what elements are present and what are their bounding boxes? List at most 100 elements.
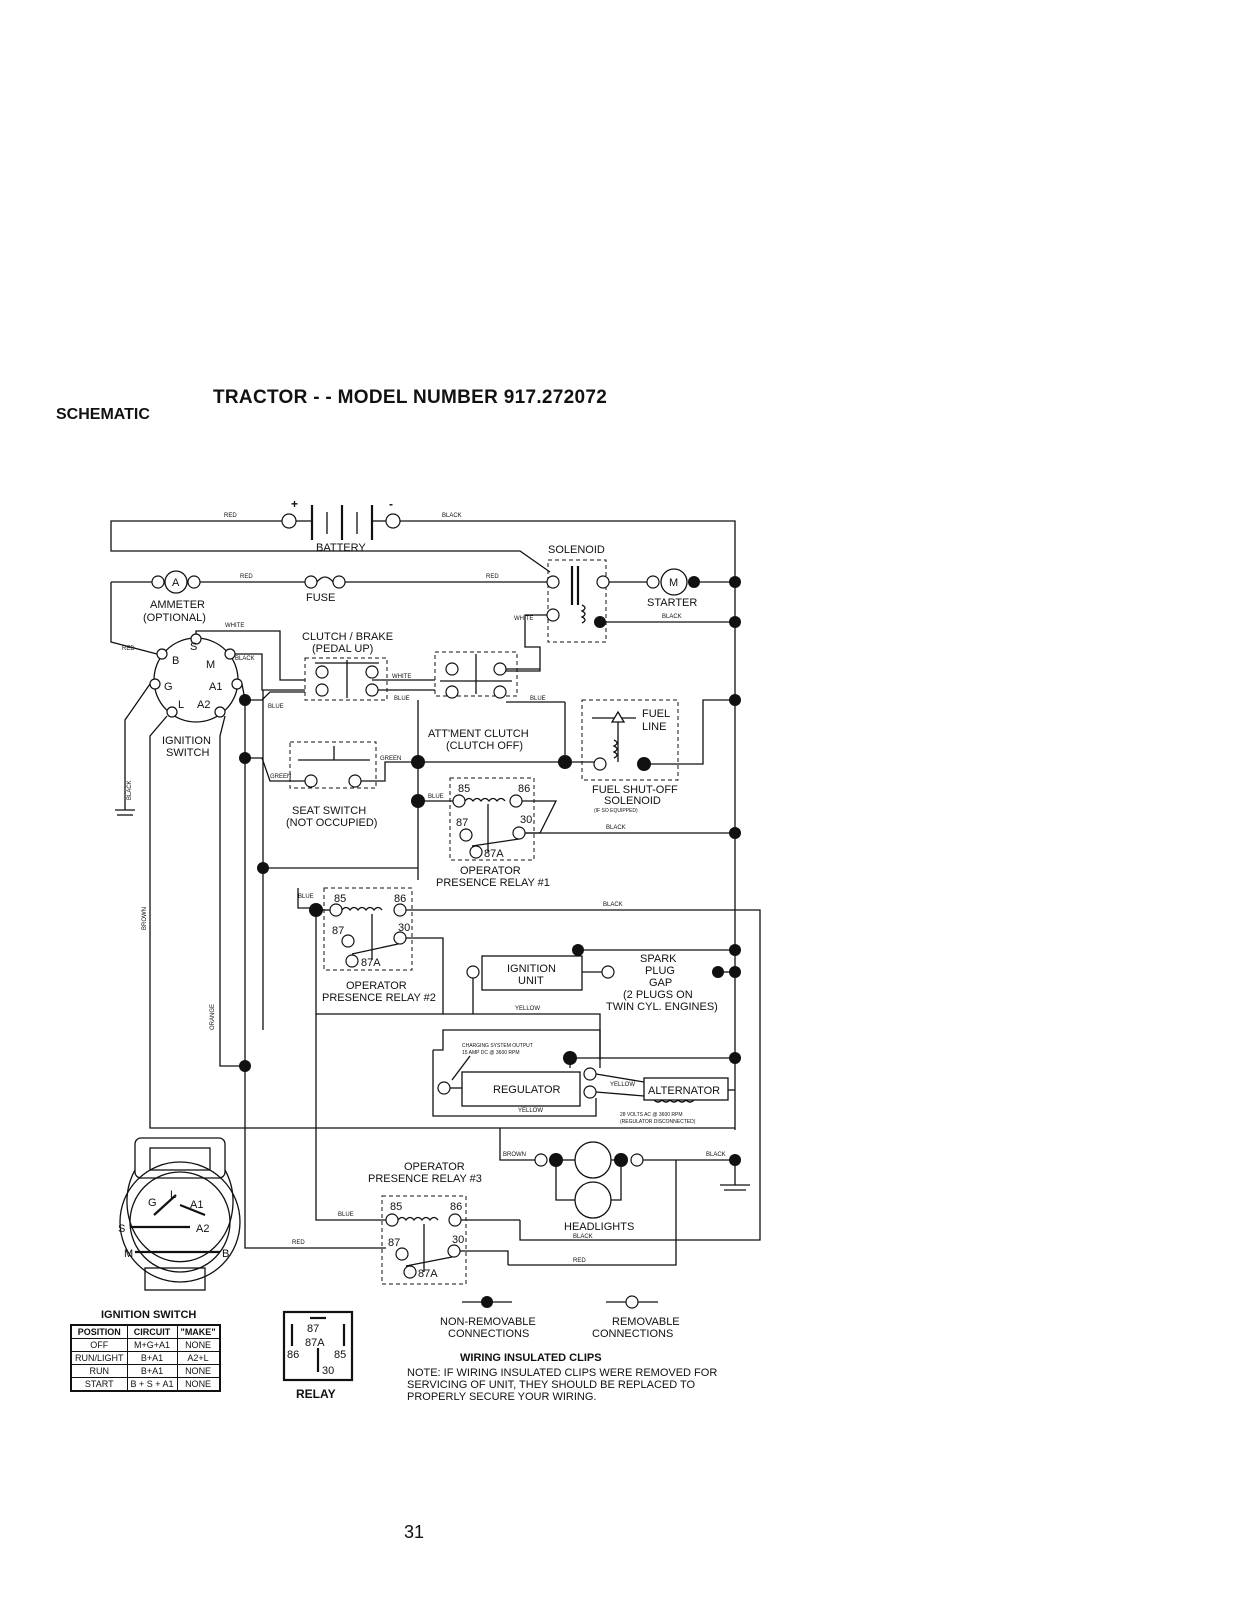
ignition-table-caption: IGNITION SWITCH (101, 1309, 197, 1321)
relay-87a-label: 87A (305, 1337, 325, 1349)
starter-m-label: M (669, 577, 678, 589)
operator-presence-relay-1: 85 86 87 30 87A BLUE BLACK OPERATOR PRES… (257, 690, 741, 1030)
non-removable-connection-icon (481, 1296, 493, 1308)
face-b-label: B (222, 1248, 229, 1260)
battery-label: BATTERY (316, 542, 366, 554)
ign-b-label: B (172, 655, 179, 667)
table-cell: M+G+A1 (126, 1338, 178, 1352)
clutch-switches: CLUTCH / BRAKE (PEDAL UP) WHITE BLUE BLU… (245, 631, 566, 762)
seat-switch: GREEN GREEN SEAT SWITCH (NOT OCCUPIED) (245, 700, 572, 880)
wire-label-green-2: GREEN (380, 756, 401, 762)
relay3-30-label: 30 (452, 1234, 464, 1246)
relay1-30-label: 30 (520, 814, 532, 826)
table-row: RUN B+A1 NONE (70, 1364, 221, 1378)
relay2-86-label: 86 (394, 893, 406, 905)
ignition-switch-face: G L A1 S A2 M B (118, 1137, 241, 1291)
removable-connection-icon (625, 1295, 639, 1309)
starter-circuit: A RED RED AMMETER (OPTIONAL) FUSE SOLENO… (111, 544, 741, 672)
fuel-line-label: FUEL (642, 708, 670, 720)
wire-label-red-5: RED (573, 1258, 586, 1264)
wire-label-black-5: BLACK (606, 825, 626, 831)
wire-label-blue-5: BLUE (298, 894, 314, 900)
ignition-switch-table: POSITION CIRCUIT "MAKE" OFF M+G+A1 NONE … (70, 1324, 221, 1392)
face-l-label: L (170, 1189, 176, 1201)
page-title: TRACTOR - - MODEL NUMBER 917.272072 (213, 387, 608, 408)
regulator-label: REGULATOR (493, 1084, 560, 1096)
wire-label-red-2: RED (240, 574, 253, 580)
table-header: CIRCUIT (126, 1324, 178, 1339)
ammeter-icon (164, 570, 188, 594)
charging-label-2: 15 AMP DC @ 3600 RPM (462, 1050, 520, 1056)
battery-plus-label: + (291, 497, 298, 511)
alternator-label: ALTERNATOR (648, 1085, 720, 1097)
relay3-86-label: 86 (450, 1201, 462, 1213)
relay-diagram: 87 87A 86 85 30 RELAY (282, 1310, 354, 1401)
headlight-upper-icon (574, 1141, 612, 1179)
wire-label-black-7: BLACK (706, 1152, 726, 1158)
ignition-unit-label: IGNITION (507, 963, 556, 975)
fuel-shutoff-label: FUEL SHUT-OFF (592, 784, 678, 796)
table-cell: B + S + A1 (126, 1377, 178, 1392)
face-m-label: M (124, 1248, 133, 1260)
table-row: RUN/LIGHT B+A1 A2+L (70, 1351, 221, 1365)
attment-clutch-label: ATT'MENT CLUTCH (428, 728, 529, 740)
starter-label: STARTER (647, 597, 697, 609)
face-a1-label: A1 (190, 1199, 203, 1211)
wire-label-white: WHITE (514, 616, 533, 622)
ign-s-label: S (190, 641, 197, 653)
wire-label-blue-6: BLUE (338, 1212, 354, 1218)
alternator-spec: 28 VOLTS AC @ 3600 RPM (620, 1112, 683, 1118)
relay3-87-label: 87 (388, 1237, 400, 1249)
connection-legend: NON-REMOVABLE CONNECTIONS REMOVABLE CONN… (440, 1295, 680, 1340)
charging-label: CHARGING SYSTEM OUTPUT (462, 1043, 533, 1049)
table-cell: START (70, 1377, 128, 1392)
operator-presence-relay-3: OPERATOR PRESENCE RELAY #3 85 86 BLUE 87… (292, 1161, 520, 1285)
ignition-unit-label-2: UNIT (518, 975, 544, 987)
headlights-label: HEADLIGHTS (564, 1221, 634, 1233)
ammeter-label: AMMETER (150, 599, 205, 611)
opr3-label: OPERATOR (404, 1161, 465, 1173)
relay2-85-label: 85 (334, 893, 346, 905)
table-cell: RUN (70, 1364, 128, 1378)
face-a2-label: A2 (196, 1223, 209, 1235)
ignition-switch-label: IGNITION (162, 735, 211, 747)
wire-label-blue-3: BLUE (530, 696, 546, 702)
wire-label-black-2: BLACK (662, 614, 682, 620)
wire-label-yellow: YELLOW (515, 1006, 540, 1012)
spark-label: SPARK (640, 953, 677, 965)
note-line-2: SERVICING OF UNIT, THEY SHOULD BE REPLAC… (407, 1379, 696, 1391)
ign-m-label: M (206, 659, 215, 671)
battery-circuit: + - BATTERY RED BLACK (110, 497, 736, 1130)
wire-label-blue-2: BLUE (268, 704, 284, 710)
spark-label-3: GAP (649, 977, 672, 989)
relay1-85-label: 85 (458, 783, 470, 795)
fuse-icon (316, 576, 334, 583)
wire-label-red-3: RED (486, 574, 499, 580)
ignition-switch-label-2: SWITCH (166, 747, 209, 759)
relay2-30-label: 30 (398, 922, 410, 934)
wire-label-brown: BROWN (142, 907, 148, 930)
fuel-line-label-2: LINE (642, 721, 666, 733)
opr3-label-2: PRESENCE RELAY #3 (368, 1173, 482, 1185)
fuel-shutoff-label-3: (IF SO EQUIPPED) (594, 808, 638, 814)
table-row: OFF M+G+A1 NONE (70, 1338, 221, 1352)
alternator-spec-2: (REGULATOR DISCONNECTED) (620, 1119, 696, 1125)
relay3-87a-label: 87A (418, 1268, 438, 1280)
wire-label-black: BLACK (442, 513, 462, 519)
fuse-label: FUSE (306, 592, 335, 604)
clutch-brake-sub-label: (PEDAL UP) (312, 643, 373, 655)
table-cell: NONE (176, 1364, 221, 1378)
table-header: POSITION (70, 1324, 128, 1339)
fuel-shutoff-solenoid: FUEL LINE FUEL SHUT-OFF SOLENOID (IF SO … (571, 694, 741, 814)
wire-label-blue: BLUE (394, 696, 410, 702)
legend-non-removable-2: CONNECTIONS (448, 1328, 529, 1340)
clutch-brake-label: CLUTCH / BRAKE (302, 631, 393, 643)
section-heading: SCHEMATIC (56, 406, 150, 423)
face-g-label: G (148, 1197, 157, 1209)
charging-system: CHARGING SYSTEM OUTPUT 15 AMP DC @ 3600 … (432, 1029, 741, 1125)
relay3-85-label: 85 (390, 1201, 402, 1213)
opr1-label: OPERATOR (460, 865, 521, 877)
wire-label-black-4: BLACK (127, 780, 133, 800)
table-header: "MAKE" (176, 1324, 221, 1339)
wire-label-black-8: BLACK (573, 1234, 593, 1240)
